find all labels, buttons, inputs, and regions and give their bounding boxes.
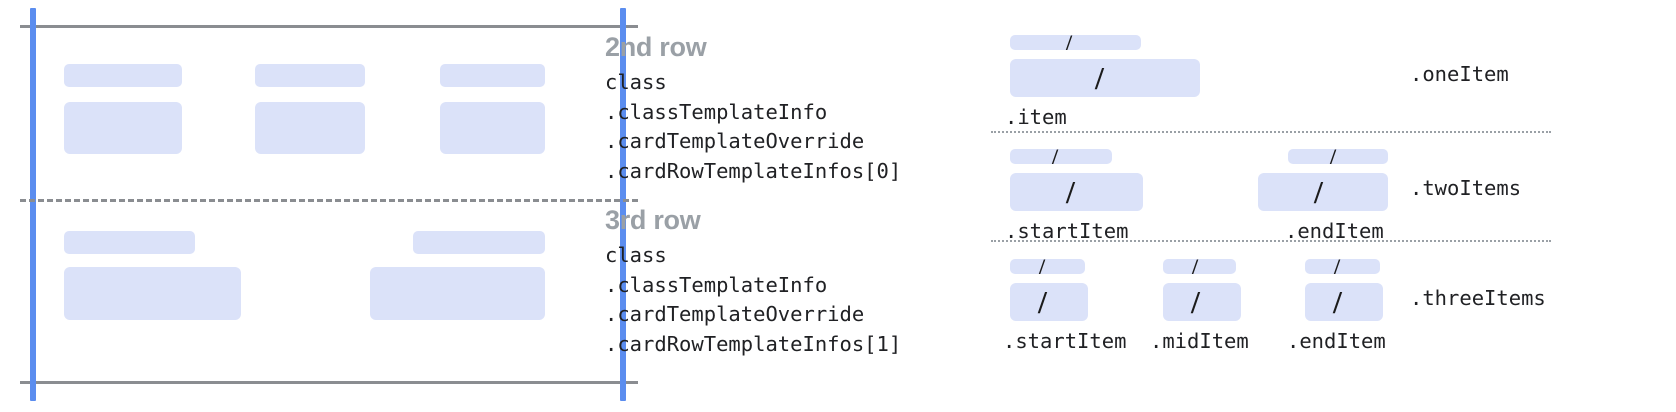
three-items-group-label: .threeItems xyxy=(1410,286,1546,310)
second-row-cell-3-content-box xyxy=(440,102,545,154)
second-row-description-block: 2nd row class .classTemplateInfo .cardTe… xyxy=(605,30,901,186)
two-items-start-caption: .startItem xyxy=(1005,219,1129,243)
card-left-guide-line xyxy=(30,8,36,401)
three-items-mid-caption: .midItem xyxy=(1150,329,1249,353)
three-items-start-content-box: / xyxy=(1010,283,1088,321)
two-items-start-content-box: / xyxy=(1010,173,1143,211)
three-items-section: / / .startItem / / .midItem / / .endItem… xyxy=(985,246,1676,356)
three-items-mid-label-bar: / xyxy=(1163,256,1236,278)
two-items-group-label: .twoItems xyxy=(1410,176,1522,200)
second-row-code-line-1: class xyxy=(605,70,667,94)
slash-icon: / xyxy=(1066,174,1075,210)
third-row-code-line-2: .classTemplateInfo xyxy=(605,272,828,297)
three-items-end-caption: .endItem xyxy=(1287,329,1386,353)
third-row-code-line-4: .cardRowTemplateInfos[1] xyxy=(605,331,902,356)
second-row-cell-1-label-bar xyxy=(64,64,182,87)
legend-divider-1 xyxy=(991,131,1551,133)
slash-icon: / xyxy=(1314,174,1323,210)
second-row-cell-1-content-box xyxy=(64,102,182,154)
slash-icon: / xyxy=(1334,254,1341,279)
legend-divider-2 xyxy=(991,240,1551,242)
three-items-mid-content-box: / xyxy=(1163,283,1241,321)
one-item-group-label: .oneItem xyxy=(1410,62,1509,86)
third-row-code-line-1: class xyxy=(605,243,667,267)
three-items-start-label-bar: / xyxy=(1010,256,1085,278)
third-row-cell-2-label-bar xyxy=(413,231,545,254)
second-row-cell-3-label-bar xyxy=(440,64,545,87)
second-row-code-line-2: .classTemplateInfo xyxy=(605,99,828,124)
second-row-code-line-3: .cardTemplateOverride xyxy=(605,129,865,153)
two-items-section: / / .startItem / / .endItem .twoItems xyxy=(985,136,1676,244)
slash-icon: / xyxy=(1052,144,1059,169)
three-items-end-content-box: / xyxy=(1305,283,1383,321)
one-item-section: / / .item .oneItem xyxy=(985,22,1676,132)
third-row-cell-1-label-bar xyxy=(64,231,195,254)
third-row-cell-2-content-box xyxy=(370,267,545,320)
slash-icon: / xyxy=(1038,284,1047,320)
second-row-cell-2-content-box xyxy=(255,102,365,154)
slash-icon: / xyxy=(1333,284,1342,320)
one-item-caption: .item xyxy=(1005,105,1067,129)
row-separator-dashed-line xyxy=(20,199,638,202)
third-row-cell-1-content-box xyxy=(64,267,241,320)
card-right-guide-line xyxy=(620,8,626,401)
card-template-preview-panel xyxy=(0,0,650,412)
slash-icon: / xyxy=(1039,254,1046,279)
third-row-heading: 3rd row xyxy=(605,205,701,235)
card-bottom-boundary-rule xyxy=(20,381,638,384)
third-row-description-block: 3rd row class .classTemplateInfo .cardTe… xyxy=(605,203,901,359)
three-items-end-label-bar: / xyxy=(1305,256,1380,278)
second-row-heading: 2nd row xyxy=(605,32,707,62)
two-items-end-label-bar: / xyxy=(1288,146,1388,168)
three-items-start-caption: .startItem xyxy=(1003,329,1127,353)
one-item-label-bar: / xyxy=(1010,32,1141,54)
second-row-code-line-4: .cardRowTemplateInfos[0] xyxy=(605,158,902,183)
one-item-content-box: / xyxy=(1010,59,1200,97)
second-row-cell-2-label-bar xyxy=(255,64,365,87)
two-items-end-content-box: / xyxy=(1258,173,1388,211)
card-top-boundary-rule xyxy=(20,25,638,28)
slash-icon: / xyxy=(1330,144,1337,169)
third-row-code-line-3: .cardTemplateOverride xyxy=(605,302,865,326)
two-items-end-caption: .endItem xyxy=(1285,219,1384,243)
slash-icon: / xyxy=(1191,284,1200,320)
row-description-column: 2nd row class .classTemplateInfo .cardTe… xyxy=(605,0,985,412)
slash-icon: / xyxy=(1192,254,1199,279)
two-items-start-label-bar: / xyxy=(1010,146,1112,168)
slash-icon: / xyxy=(1095,60,1104,96)
item-layout-legend-panel: / / .item .oneItem / / .startItem / / .e… xyxy=(985,0,1676,412)
slash-icon: / xyxy=(1066,30,1073,55)
